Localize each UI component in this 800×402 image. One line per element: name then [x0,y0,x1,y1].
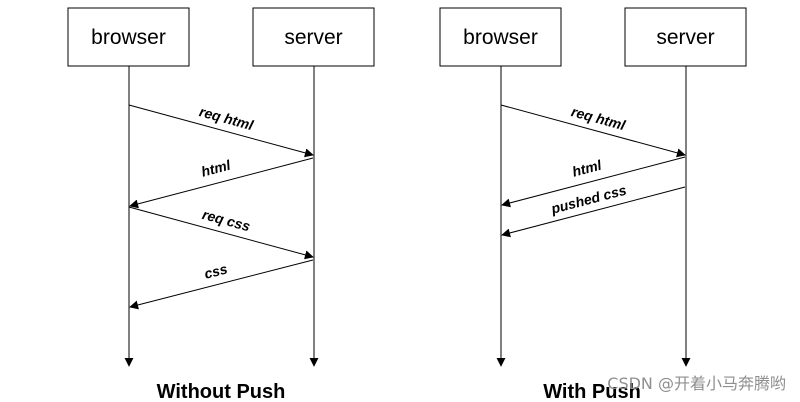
message-label: req html [570,103,629,133]
diagram-caption: Without Push [157,381,286,402]
watermark-text: CSDN @开着小马奔腾哟 [607,374,786,393]
actor-server-left: server [252,7,375,67]
message-pushed-css: pushed css [501,182,686,238]
message-req-css: req css [128,206,314,260]
message-label: pushed css [548,182,628,217]
actor-label: browser [91,26,166,49]
actor-label: browser [463,26,538,49]
message-label: req css [201,206,253,234]
actor-browser-left: browser [67,7,190,67]
message-label: css [202,260,229,281]
message-req-html: req html [128,103,314,158]
diagram-with-push: browser server req html html pushed css … [439,7,747,402]
actor-browser-right: browser [439,7,562,67]
actor-label: server [656,26,714,49]
message-label: html [199,156,233,179]
message-css: css [129,259,314,310]
message-html: html [129,156,314,209]
message-req-html: req html [500,103,686,158]
diagram-without-push: browser server req html html req css css… [67,7,375,402]
diagram-caption: With Push [543,381,641,402]
actor-server-right: server [624,7,747,67]
actor-label: server [284,26,342,49]
message-label: html [570,156,604,179]
message-html: html [501,156,686,208]
message-label: req html [198,103,257,133]
